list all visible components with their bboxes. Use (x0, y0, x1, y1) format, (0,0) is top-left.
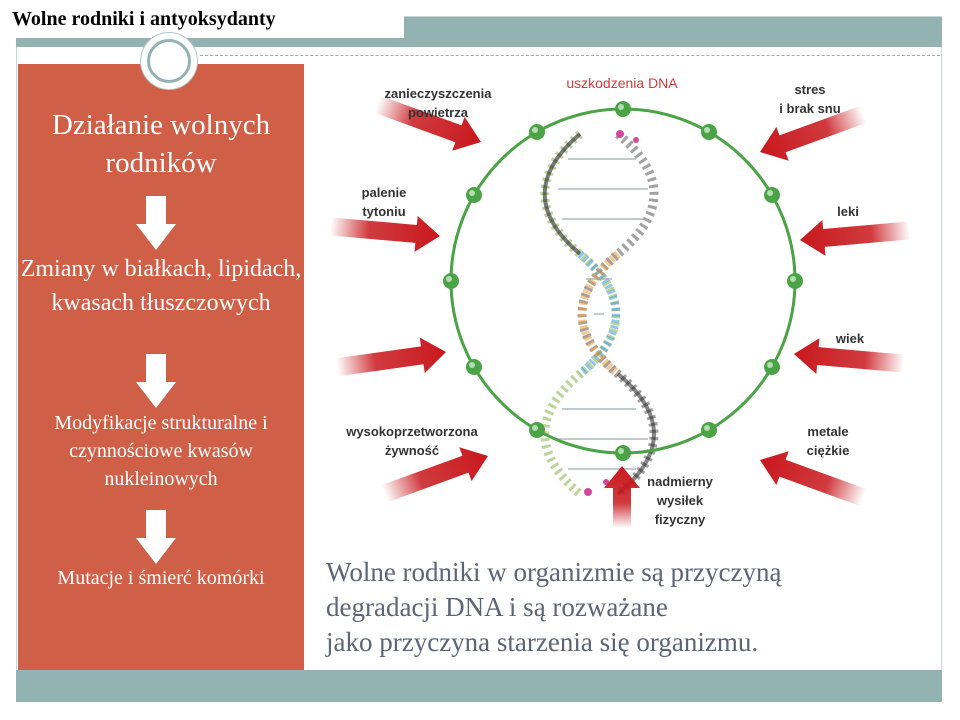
arrow-processed-food-icon (381, 447, 488, 503)
arrow-stress-icon (760, 105, 867, 161)
decorative-ring-icon (140, 32, 198, 90)
factor-exercise-line3: fizyczny (655, 512, 706, 527)
factor-exercise-line1: nadmierny (647, 474, 714, 489)
arrow-alcohol-icon (335, 337, 446, 377)
slide-title: Wolne rodniki i antyoksydanty (4, 4, 404, 38)
step-nucleic-acids: Modyfikacje strukturalne i czynnościowe … (54, 412, 268, 490)
factor-metals-line1: metale (807, 424, 848, 439)
caption-line: degradacji DNA i są rozważane (326, 592, 668, 622)
factor-metals-line2: ciężkie (807, 443, 850, 458)
dna-damage-diagram: uszkodzenia DNA zanieczyszczenia powietr… (329, 75, 911, 528)
step-free-radicals: Działanie wolnych rodników (51, 109, 271, 179)
circle-nodes (443, 101, 803, 461)
factor-pollution-line1: zanieczyszczenia (385, 86, 493, 101)
factor-food-line1: wysokoprzetworzona (345, 424, 478, 439)
arrow-pollution-icon (374, 95, 481, 151)
factor-smoking-line1: palenie (362, 185, 407, 200)
footer-band (16, 670, 942, 702)
arrow-heavy-metals-icon (760, 451, 867, 507)
process-panel: Działanie wolnych rodników Zmiany w biał… (18, 64, 304, 670)
down-arrow-icon (136, 196, 176, 250)
header-divider (200, 55, 940, 56)
factor-stress-line2: i brak snu (779, 101, 840, 116)
damage-circle (449, 107, 797, 455)
down-arrow-icon (136, 354, 176, 408)
arrow-drugs-icon (800, 219, 911, 256)
center-label: uszkodzenia DNA (566, 75, 678, 91)
summary-caption: Wolne rodniki w organizmie są przyczyną … (326, 555, 926, 660)
factor-drugs: leki (837, 204, 859, 219)
step-mutations: Mutacje i śmierć komórki (57, 567, 265, 589)
factor-age: wiek (835, 331, 865, 346)
arrow-smoking-icon (329, 215, 440, 252)
down-arrow-icon (136, 510, 176, 564)
factor-smoking-line2: tytoniu (362, 204, 405, 219)
caption-line: Wolne rodniki w organizmie są przyczyną (326, 557, 782, 587)
factor-stress-line1: stres (794, 82, 825, 97)
arrow-exercise-icon (604, 466, 640, 528)
factor-exercise-line2: wysiłek (656, 493, 704, 508)
caption-line: jako przyczyna starzenia się organizmu. (326, 627, 759, 657)
factor-pollution-line2: powietrza (408, 105, 469, 120)
arrow-age-icon (794, 338, 905, 375)
step-molecule-changes: Zmiany w białkach, lipidach, kwasach tłu… (20, 256, 302, 316)
factor-food-line2: żywność (385, 443, 439, 458)
